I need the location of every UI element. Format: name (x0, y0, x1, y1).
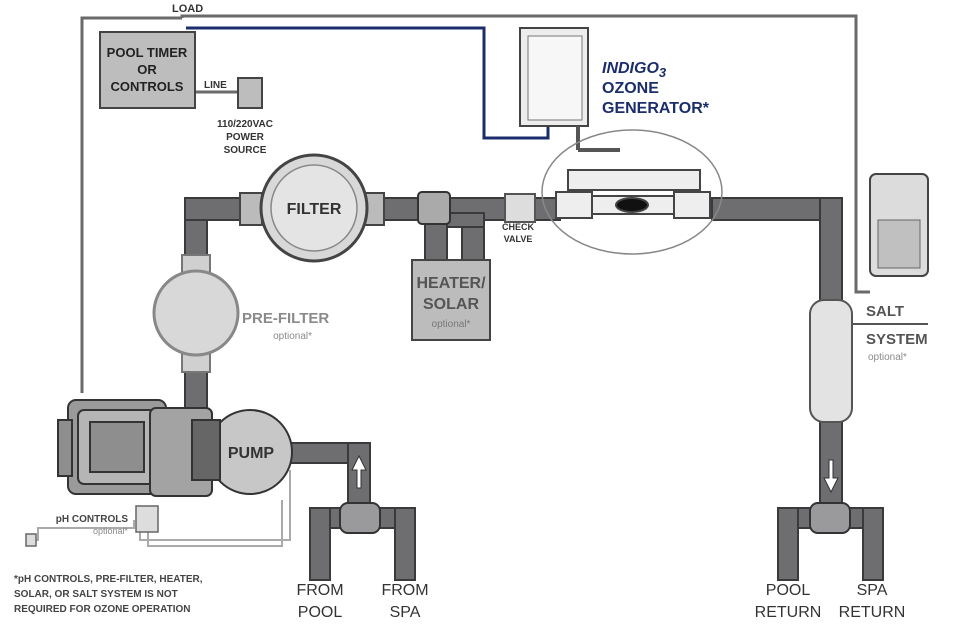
pool-return-label-1: POOL (766, 582, 811, 599)
down-arrow-icon (823, 459, 839, 494)
from-spa-label-1: FROM (381, 582, 428, 599)
pool-timer-box (99, 31, 196, 109)
heater-label-2: SOLAR (423, 296, 479, 313)
ozone-label-3: GENERATOR* (602, 100, 710, 117)
heater-label-1: HEATER/ (416, 275, 486, 292)
check-valve-label-1: CHECK (502, 222, 535, 232)
salt-label-2: SYSTEM (866, 331, 928, 348)
from-spa-label-2: SPA (390, 604, 421, 621)
filter (239, 153, 385, 263)
salt-label-1: SALT (866, 303, 904, 320)
heater-optional: optional* (432, 319, 471, 330)
pre-filter (152, 254, 240, 373)
ozone-injector (555, 169, 711, 219)
three-way-valves (339, 502, 851, 534)
check-valve (504, 193, 536, 223)
from-pool-label-2: POOL (298, 604, 343, 621)
power-label-2: POWER (226, 132, 265, 143)
ph-controller (25, 505, 159, 547)
ozone-power-wire (186, 26, 550, 140)
footnote-line-2: SOLAR, OR SALT SYSTEM IS NOT (14, 589, 178, 600)
ozone-label-2: OZONE (602, 80, 659, 97)
from-pool-label-1: FROM (296, 582, 343, 599)
flow-arrows (351, 454, 839, 494)
pump-label: PUMP (228, 445, 275, 462)
power-label-3: SOURCE (224, 145, 267, 156)
timer-label-1: POOL TIMER (107, 45, 188, 60)
pump (57, 399, 293, 497)
salt-optional: optional* (868, 352, 907, 363)
heater-solar-box (411, 259, 491, 341)
prefilter-label: PRE-FILTER (242, 310, 329, 327)
prefilter-optional: optional* (273, 331, 312, 342)
timer-label-3: CONTROLS (111, 79, 184, 94)
footnote-line-1: *pH CONTROLS, PRE-FILTER, HEATER, (14, 574, 203, 585)
line-label: LINE (204, 80, 227, 91)
ph-label: pH CONTROLS (56, 514, 129, 525)
ozone-generator (519, 27, 620, 152)
spa-return-label-2: RETURN (839, 604, 906, 621)
salt-system (809, 173, 929, 423)
pipes (184, 197, 884, 581)
injector-highlight (541, 129, 723, 255)
up-arrow-icon (351, 454, 367, 489)
footnote-line-3: REQUIRED FOR OZONE OPERATION (14, 604, 191, 615)
filter-label: FILTER (287, 201, 342, 218)
load-label: LOAD (172, 3, 203, 15)
pool-return-label-2: RETURN (755, 604, 822, 621)
tee-fitting (417, 191, 451, 225)
power-label-1: 110/220VAC (217, 119, 273, 130)
ph-optional: optional* (93, 526, 129, 536)
timer-label-2: OR (137, 62, 157, 77)
spa-return-label-1: SPA (857, 582, 888, 599)
check-valve-label-2: VALVE (504, 234, 533, 244)
ozone-label-1: INDIGO3 (602, 60, 667, 80)
power-source-box (237, 77, 263, 109)
text-labels: LOAD POOL TIMER OR CONTROLS LINE 110/220… (14, 3, 928, 621)
